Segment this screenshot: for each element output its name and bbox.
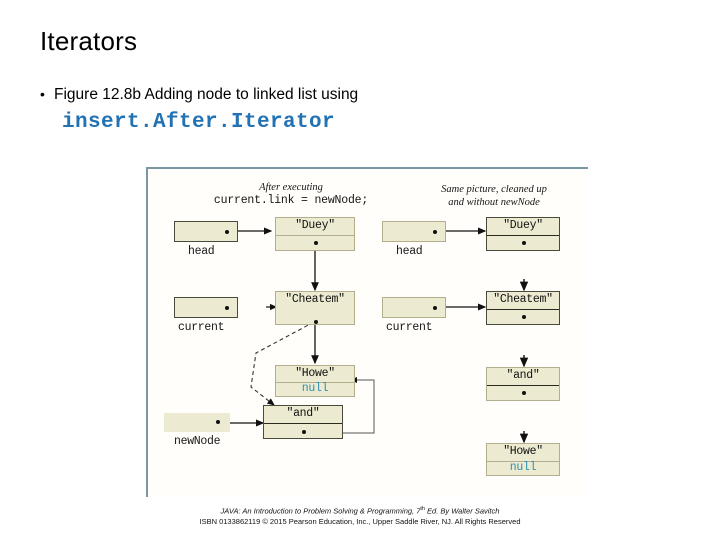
node-data-value: "Cheatem": [285, 293, 345, 306]
node-duey-right: "Duey": [486, 217, 560, 251]
pointer-dot: [433, 230, 437, 234]
pointer-box-head-left: [174, 221, 238, 242]
node-link-dot: [314, 241, 318, 245]
pointer-box-current-left: [174, 297, 238, 318]
figure-border-top: [146, 167, 588, 169]
node-data-value: "and": [286, 407, 320, 420]
bullet-item: • Figure 12.8b Adding node to linked list…: [40, 86, 680, 104]
pointer-dot: [433, 306, 437, 310]
node-link-dot: [314, 320, 318, 324]
pointer-label-current-left: current: [178, 321, 225, 334]
node-cheatem-right: "Cheatem": [486, 291, 560, 325]
copyright-footer: JAVA: An Introduction to Problem Solving…: [0, 506, 720, 528]
left-panel-caption: After executing current.link = newNode;: [186, 181, 396, 209]
node-data-value: "Cheatem": [493, 293, 553, 306]
figure-linked-list-diagram: After executing current.link = newNode; …: [146, 167, 588, 497]
node-data-value: "Howe": [295, 367, 335, 380]
node-howe-left: "Howe" null: [275, 365, 355, 397]
node-data-value: "Duey": [295, 219, 335, 232]
footer-line-1: JAVA: An Introduction to Problem Solving…: [0, 506, 720, 517]
footer-ordinal-suffix: th: [420, 506, 425, 512]
node-link-dot: [522, 315, 526, 319]
node-howe-right: "Howe" null: [486, 443, 560, 476]
node-link-value: null: [509, 461, 537, 474]
node-link-dot: [522, 391, 526, 395]
right-panel-caption-line1: Same picture, cleaned up: [441, 184, 547, 195]
right-panel-caption: Same picture, cleaned up and without new…: [404, 183, 584, 209]
node-link-dot: [302, 430, 306, 434]
node-data-value: "Duey": [503, 219, 543, 232]
pointer-box-current-right: [382, 297, 446, 318]
node-divider: [487, 309, 559, 310]
node-duey-left: "Duey": [275, 217, 355, 251]
pointer-dot: [216, 420, 220, 424]
right-panel-caption-line2: and without newNode: [448, 197, 540, 209]
footer-line-2: ISBN 0133862119 © 2015 Pearson Education…: [199, 517, 521, 527]
node-data-value: "Howe": [503, 445, 543, 458]
node-link-value: null: [301, 382, 329, 395]
code-emphasis-text: insert.After.Iterator: [62, 111, 336, 134]
page-title: Iterators: [40, 26, 138, 56]
node-link-dot: [522, 241, 526, 245]
left-panel-caption-code: current.link = newNode;: [213, 194, 369, 208]
bullet-text: Figure 12.8b Adding node to linked list …: [54, 86, 359, 103]
node-data-value: "and": [506, 369, 540, 382]
pointer-dot: [225, 230, 229, 234]
node-divider: [264, 423, 342, 424]
footer-line1-pre: JAVA: An Introduction to Problem Solving…: [220, 506, 421, 516]
node-and-right: "and": [486, 367, 560, 401]
node-divider: [487, 385, 559, 386]
pointer-label-head-right: head: [396, 245, 423, 258]
figure-border-left: [146, 167, 148, 497]
pointer-dot: [225, 306, 229, 310]
node-divider: [487, 235, 559, 236]
node-cheatem-left: "Cheatem": [275, 291, 355, 325]
node-divider: [276, 235, 354, 236]
left-panel-caption-italic: After executing: [259, 182, 323, 193]
footer-line1-post: Ed. By Walter Savitch: [424, 506, 500, 516]
pointer-label-head-left: head: [188, 245, 215, 258]
bullet-marker-icon: •: [40, 86, 45, 102]
pointer-box-newnode-left: [164, 413, 230, 432]
pointer-label-current-right: current: [386, 321, 433, 334]
node-divider: [276, 382, 354, 383]
pointer-box-head-right: [382, 221, 446, 242]
node-divider: [487, 461, 559, 462]
pointer-label-newnode-left: newNode: [174, 435, 221, 448]
node-and-left: "and": [263, 405, 343, 439]
